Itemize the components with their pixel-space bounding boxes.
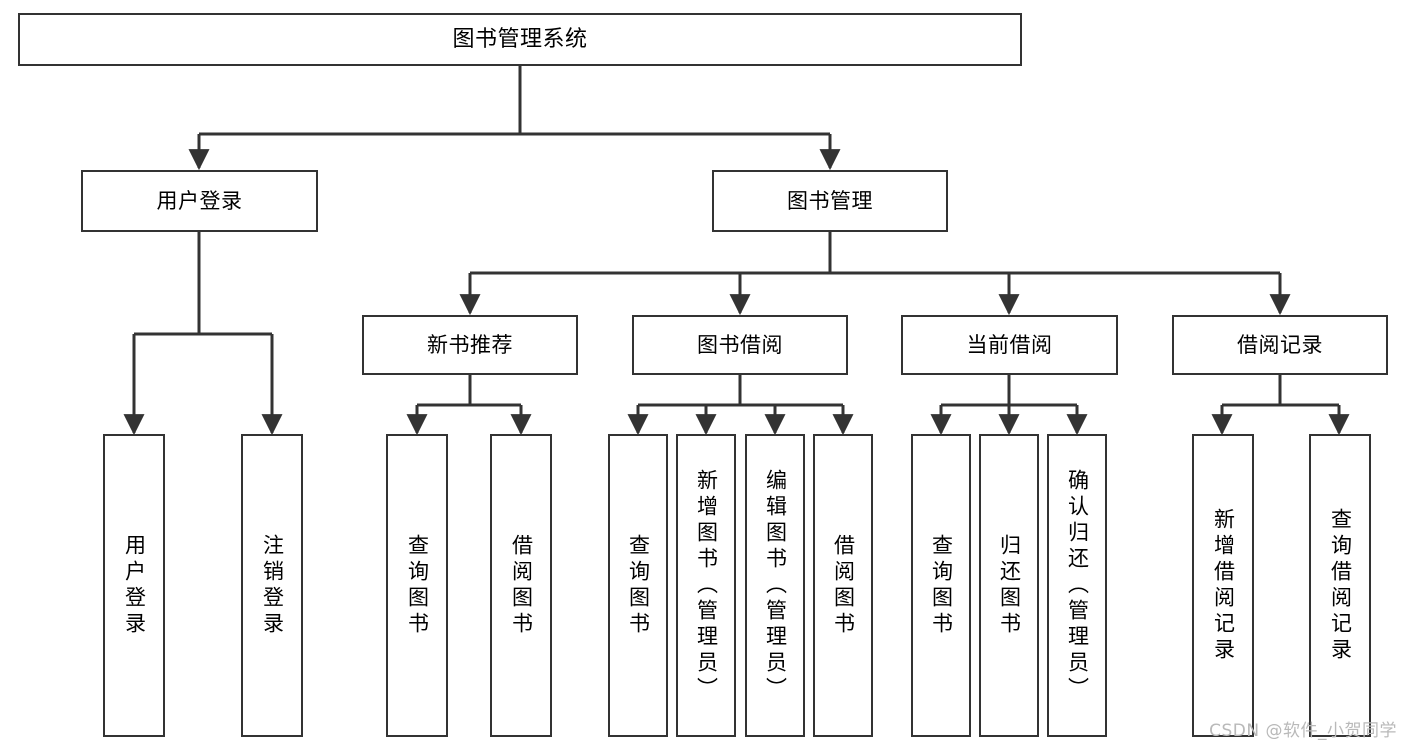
- node-current-borrow-label: 当前借阅: [966, 332, 1053, 357]
- node-leaf-add-record-label: 新增借阅记录: [1211, 507, 1236, 664]
- node-new-book-recommend-label: 新书推荐: [427, 332, 513, 357]
- node-leaf-query-book-1-label: 查询图书: [405, 533, 430, 638]
- node-root-label: 图书管理系统: [452, 26, 588, 52]
- node-leaf-add-book[interactable]: 新增图书（管理员）: [676, 434, 736, 737]
- node-leaf-query-record[interactable]: 查询借阅记录: [1309, 434, 1371, 737]
- node-leaf-query-book-3[interactable]: 查询图书: [911, 434, 971, 737]
- node-leaf-edit-book-label: 编辑图书（管理员）: [763, 468, 788, 703]
- node-user-login[interactable]: 用户登录: [81, 170, 318, 232]
- node-current-borrow[interactable]: 当前借阅: [901, 315, 1118, 375]
- node-leaf-confirm-return[interactable]: 确认归还（管理员）: [1047, 434, 1107, 737]
- node-leaf-add-book-label: 新增图书（管理员）: [694, 468, 719, 703]
- node-leaf-return-book-label: 归还图书: [997, 533, 1022, 638]
- node-leaf-logout-label: 注销登录: [260, 533, 285, 638]
- watermark-text: CSDN @软件_小贺同学: [1209, 721, 1397, 741]
- node-leaf-user-login-label: 用户登录: [122, 533, 147, 638]
- node-borrow-record-label: 借阅记录: [1237, 332, 1323, 357]
- node-new-book-recommend[interactable]: 新书推荐: [362, 315, 578, 375]
- node-leaf-query-book-1[interactable]: 查询图书: [386, 434, 448, 737]
- node-leaf-add-record[interactable]: 新增借阅记录: [1192, 434, 1254, 737]
- node-leaf-borrow-book-2-label: 借阅图书: [831, 533, 856, 638]
- node-book-manage[interactable]: 图书管理: [712, 170, 948, 232]
- node-leaf-query-book-3-label: 查询图书: [929, 533, 954, 638]
- node-leaf-borrow-book-1[interactable]: 借阅图书: [490, 434, 552, 737]
- node-leaf-borrow-book-2[interactable]: 借阅图书: [813, 434, 873, 737]
- node-book-borrow[interactable]: 图书借阅: [632, 315, 848, 375]
- node-leaf-edit-book[interactable]: 编辑图书（管理员）: [745, 434, 805, 737]
- node-leaf-confirm-return-label: 确认归还（管理员）: [1065, 468, 1090, 703]
- node-book-borrow-label: 图书借阅: [697, 332, 783, 357]
- node-leaf-query-book-2[interactable]: 查询图书: [608, 434, 668, 737]
- node-leaf-query-record-label: 查询借阅记录: [1328, 507, 1353, 664]
- node-leaf-query-book-2-label: 查询图书: [626, 533, 651, 638]
- node-leaf-borrow-book-1-label: 借阅图书: [509, 533, 534, 638]
- node-borrow-record[interactable]: 借阅记录: [1172, 315, 1388, 375]
- node-user-login-label: 用户登录: [156, 188, 243, 213]
- node-leaf-return-book[interactable]: 归还图书: [979, 434, 1039, 737]
- node-root[interactable]: 图书管理系统: [18, 13, 1022, 66]
- node-leaf-logout[interactable]: 注销登录: [241, 434, 303, 737]
- node-leaf-user-login[interactable]: 用户登录: [103, 434, 165, 737]
- node-book-manage-label: 图书管理: [787, 188, 873, 213]
